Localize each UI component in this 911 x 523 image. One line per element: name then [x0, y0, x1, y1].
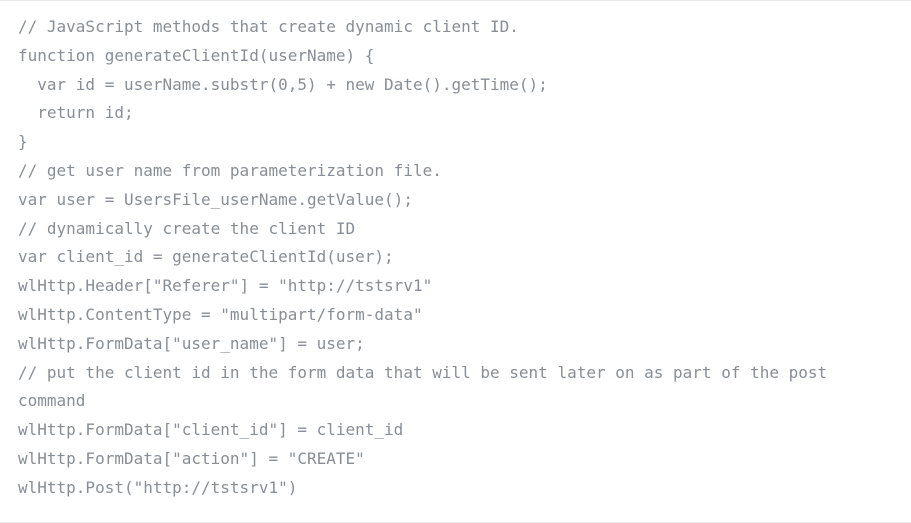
code-line: // get user name from parameterization f… [18, 160, 442, 180]
code-line: var client_id = generateClientId(user); [18, 247, 394, 267]
code-line: wlHttp.ContentType = "multipart/form-dat… [18, 304, 423, 324]
code-line: return id; [18, 103, 134, 123]
code-line: var user = UsersFile_userName.getValue()… [18, 189, 413, 209]
code-line: wlHttp.Header["Referer"] = "http://tstsr… [18, 276, 433, 296]
code-line: wlHttp.FormData["action"] = "CREATE" [18, 448, 365, 468]
code-line: // put the client id in the form data th… [18, 362, 837, 411]
code-line: function generateClientId(userName) { [18, 45, 375, 65]
code-line: // JavaScript methods that create dynami… [18, 17, 519, 36]
code-line: } [18, 132, 28, 152]
code-line: wlHttp.FormData["client_id"] = client_id [18, 420, 404, 440]
code-line: // dynamically create the client ID [18, 218, 356, 238]
code-line: wlHttp.Post("http://tstsrv1") [18, 477, 298, 497]
code-line: var id = userName.substr(0,5) + new Date… [18, 74, 548, 94]
code-line: wlHttp.FormData["user_name"] = user; [18, 333, 365, 353]
